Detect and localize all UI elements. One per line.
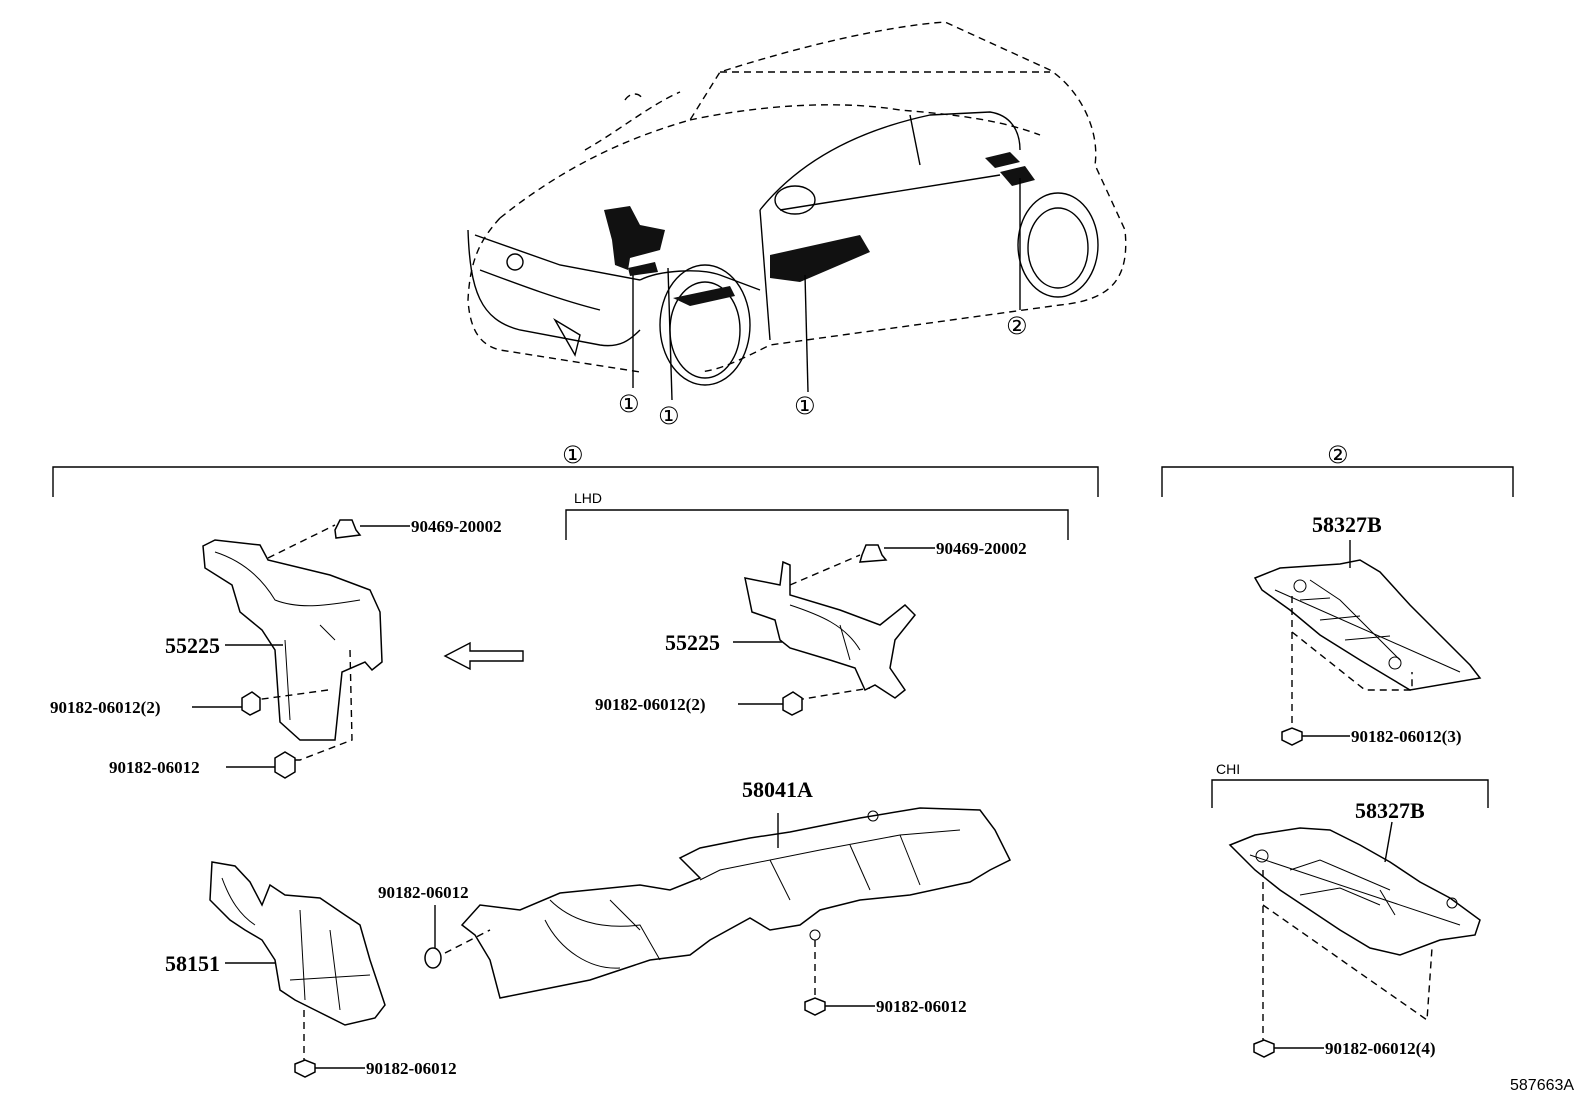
part-58151-label: 58151: [165, 951, 220, 976]
nut-58327-4-icon: [1253, 1039, 1275, 1058]
chi-bracket: [1211, 779, 1489, 808]
part-55225-right-drawing: [744, 554, 917, 701]
clip-left-label: 90469-20002: [411, 517, 502, 536]
nut-58151-label: 90182-06012: [366, 1059, 457, 1078]
nut-left-1-icon: [274, 751, 296, 779]
nut-58327-3-label: 90182-06012(3): [1351, 727, 1461, 746]
part-58327B-top-label: 58327B: [1312, 512, 1382, 537]
clip-left-icon: [334, 519, 362, 539]
part-58327B-bottom-label: 58327B: [1355, 798, 1425, 823]
part-58041A-drawing: [444, 807, 1012, 1000]
nut-58151-icon: [294, 1059, 316, 1078]
part-55225-right-label: 55225: [665, 630, 720, 655]
nut-58327-4-label: 90182-06012(4): [1325, 1039, 1435, 1058]
part-58151-drawing: [209, 861, 386, 1062]
lhd-label: LHD: [574, 490, 602, 506]
nut-58041-bottom-icon: [804, 997, 826, 1016]
callout-1c: ①: [794, 392, 816, 420]
callout-2: ②: [1006, 312, 1028, 340]
group-2-label: ②: [1327, 441, 1349, 469]
nut-58041-top-label: 90182-06012: [378, 883, 469, 902]
chi-label: CHI: [1216, 761, 1240, 777]
nut-58041-bottom-label: 90182-06012: [876, 997, 967, 1016]
group-1-label: ①: [562, 441, 584, 469]
lhd-bracket: [565, 509, 1069, 540]
nut-right-2-icon: [782, 691, 803, 716]
nut-left-2-icon: [241, 691, 261, 716]
clip-right-icon: [858, 544, 888, 563]
part-58327B-top-drawing: [1253, 559, 1482, 730]
part-55225-left-label: 55225: [165, 633, 220, 658]
group-2-bracket: [1161, 466, 1514, 497]
part-55225-left-drawing: [202, 524, 383, 761]
callout-1b: ①: [658, 402, 680, 430]
part-58327B-bottom-drawing: [1228, 827, 1481, 1044]
part-58041A-label: 58041A: [742, 777, 813, 802]
clip-right-label: 90469-20002: [936, 539, 1027, 558]
nut-left-2-label: 90182-06012(2): [50, 698, 160, 717]
vehicle-callout-leaders: [632, 178, 1021, 401]
nut-58327-3-icon: [1281, 727, 1303, 746]
nut-left-1-label: 90182-06012: [109, 758, 200, 777]
figure-reference: 587663A: [1510, 1077, 1574, 1094]
group-1-bracket: [52, 466, 1099, 497]
nut-58041-top-icon: [424, 947, 442, 969]
vehicle-illustration: [467, 21, 1127, 386]
left-arrow-icon: [443, 641, 524, 671]
nut-right-2-label: 90182-06012(2): [595, 695, 705, 714]
callout-1a: ①: [618, 390, 640, 418]
